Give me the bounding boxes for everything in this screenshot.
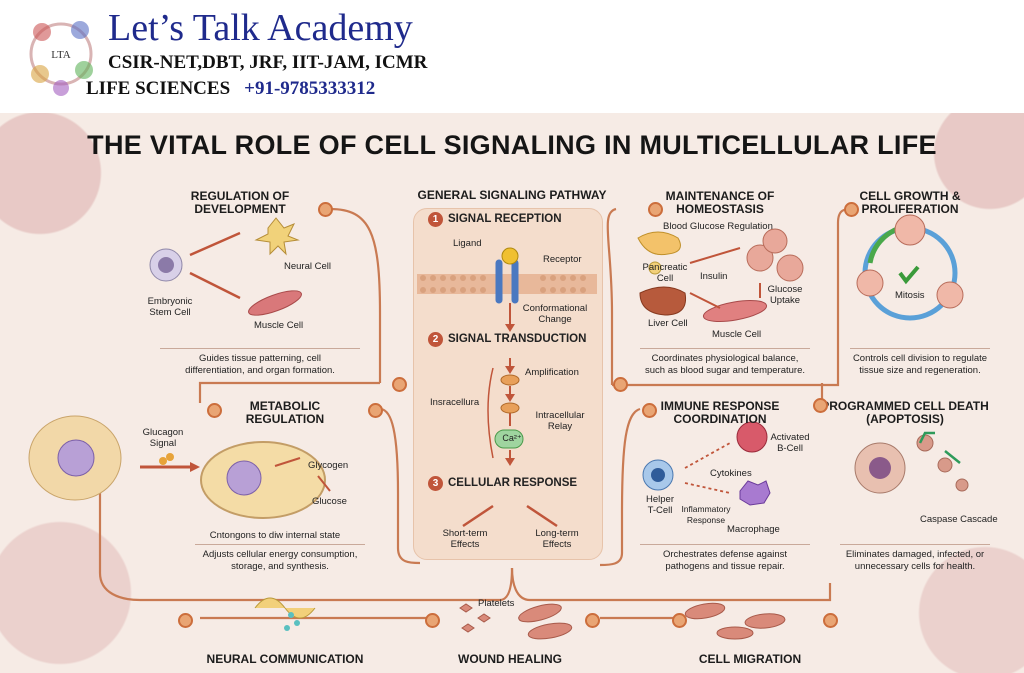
neural-cell-label: Neural Cell: [284, 261, 331, 272]
intracellular-relay-label: Intracellular Relay: [535, 410, 585, 432]
development-description: Guides tissue patterning, cell different…: [185, 353, 335, 376]
connector-dot: [648, 202, 663, 217]
receptor-label: Receptor: [543, 254, 582, 265]
wound-healing-heading: WOUND HEALING: [458, 652, 562, 666]
connector-dot: [642, 403, 657, 418]
connector-lines: [28, 207, 969, 640]
divider: [160, 348, 360, 349]
development-heading: REGULATION OF DEVELOPMENT: [190, 189, 290, 216]
connector-dot: [318, 202, 333, 217]
connector-dot: [207, 403, 222, 418]
growth-description: Controls cell division to regulate tissu…: [852, 353, 988, 376]
glucose-uptake-label: Glucose Uptake: [767, 284, 803, 306]
svg-text:LTA: LTA: [51, 49, 71, 61]
cytokines-label: Cytokines: [710, 468, 752, 479]
amplification-label: Amplification: [525, 367, 579, 378]
pathway-heading: GENERAL SIGNALING PATHWAY: [417, 188, 607, 202]
header-banner: LTA Let’s Talk Academy CSIR-NET,DBT, JRF…: [0, 0, 1024, 113]
metabolic-heading: METABOLIC REGULATION: [245, 399, 325, 426]
helper-t-cell-label: Helper T-Cell: [646, 494, 674, 516]
blood-glucose-subtitle: Blood Glucose Regulation: [663, 221, 773, 232]
inflammatory-response-label: Inflammatory Response: [681, 504, 731, 525]
activated-b-cell-label: Activated B-Cell: [770, 432, 810, 454]
metabolic-caption: Cntongons to diw internal state: [209, 530, 341, 541]
pathway-illustration: [417, 247, 597, 528]
cell-migration-heading: CELL MIGRATION: [698, 652, 802, 666]
page-title: THE VITAL ROLE OF CELL SIGNALING IN MULT…: [87, 130, 937, 160]
apoptosis-heading: PROGRAMMED CELL DEATH (APOPTOSIS): [821, 399, 989, 426]
immune-description: Orchestrates defense against pathogens a…: [662, 549, 788, 572]
divider: [840, 544, 990, 545]
glycogen-label: Glycogen: [308, 460, 349, 471]
neural-communication-heading: NEURAL COMMUNICATION: [206, 652, 364, 666]
connector-dot: [613, 377, 628, 392]
muscle-cell-label-homeostasis: Muscle Cell: [712, 329, 762, 340]
glucose-label: Glucose: [312, 496, 347, 507]
growth-heading: CELL GROWTH & PROLIFERATION: [859, 189, 961, 216]
connector-dot: [813, 398, 828, 413]
subject-line: LIFE SCIENCES+91-9785333312: [86, 78, 376, 99]
connector-dot: [823, 613, 838, 628]
homeostasis-description: Coordinates physiological balance, such …: [644, 353, 805, 376]
connector-dot: [844, 202, 859, 217]
conformational-change-label: Conformational Change: [522, 303, 588, 325]
caspase-cascade-label: Caspase Cascade: [920, 514, 998, 525]
connector-dot: [392, 377, 407, 392]
homeostasis-heading: MAINTENANCE OF HOMEOSTASIS: [665, 189, 775, 216]
long-term-effects-label: Long-term Effects: [535, 528, 579, 550]
mitosis-label: Mitosis: [895, 290, 925, 301]
stem-cell-label: Embryonic Stem Cell: [147, 296, 193, 318]
connector-dot: [368, 403, 383, 418]
brand-name: Let’s Talk Academy: [108, 7, 413, 49]
divider: [640, 348, 810, 349]
divider: [850, 348, 990, 349]
phone-number: +91-9785333312: [244, 78, 376, 99]
divider: [195, 544, 365, 545]
ligand-label: Ligand: [453, 238, 482, 249]
immune-heading: IMMUNE RESPONSE COORDINATION: [660, 399, 780, 426]
pancreatic-cell-label: Pancreatic Cell: [642, 262, 688, 284]
academy-logo-icon: LTA: [29, 21, 93, 96]
connector-dot: [585, 613, 600, 628]
calcium-ion-label: Ca²⁺: [502, 433, 522, 443]
liver-cell-label: Liver Cell: [648, 318, 688, 329]
connector-dot: [672, 613, 687, 628]
macrophage-label: Macrophage: [727, 524, 780, 535]
apoptosis-description: Eliminates damaged, infected, or unneces…: [845, 549, 985, 572]
insulin-label: Insulin: [700, 271, 728, 282]
intracellular-label: Insracellura: [430, 397, 480, 408]
glucagon-signal-label: Glucagon Signal: [142, 427, 184, 449]
short-term-effects-label: Short-term Effects: [442, 528, 488, 550]
connector-dot: [425, 613, 440, 628]
exam-list: CSIR-NET,DBT, JRF, IIT-JAM, ICMR: [108, 52, 428, 73]
divider: [640, 544, 810, 545]
muscle-cell-label: Muscle Cell: [254, 320, 304, 331]
metabolic-description: Adjusts cellular energy consumption, sto…: [202, 549, 358, 572]
platelets-label: Platelets: [478, 598, 515, 609]
connector-dot: [178, 613, 193, 628]
